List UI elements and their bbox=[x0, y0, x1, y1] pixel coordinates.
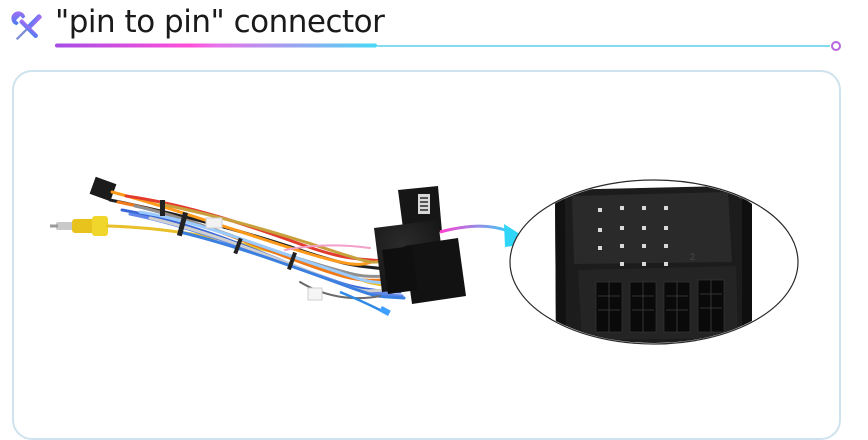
connector-closeup: 2 bbox=[509, 179, 799, 345]
connector-marking: 2 bbox=[690, 252, 695, 262]
product-illustration: 2 bbox=[50, 176, 799, 345]
title-underline bbox=[55, 41, 841, 51]
section-header: "pin to pin" connector bbox=[0, 0, 868, 56]
tools-icon bbox=[11, 11, 42, 41]
quadlock-connector bbox=[374, 186, 466, 304]
rca-plug bbox=[50, 216, 108, 236]
white-plug bbox=[205, 217, 223, 229]
underline-end-dot bbox=[831, 41, 841, 51]
page-title: "pin to pin" connector bbox=[55, 4, 385, 40]
wiring-harness bbox=[50, 176, 406, 316]
small-black-connector bbox=[89, 176, 117, 202]
white-plug bbox=[307, 287, 323, 301]
